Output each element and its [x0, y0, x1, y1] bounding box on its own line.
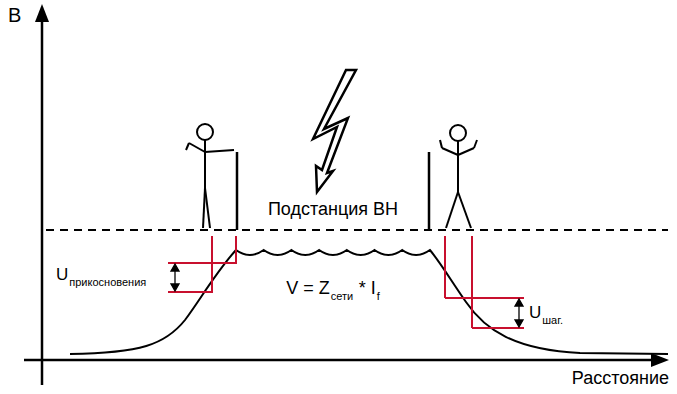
- touch-voltage-steps: [168, 236, 236, 293]
- person-figure: [186, 124, 234, 228]
- lightning-bolt: [313, 70, 356, 192]
- label-text: V = Z: [286, 278, 330, 298]
- substation-label: Подстанция ВН: [268, 200, 398, 220]
- person-figure: [440, 125, 477, 228]
- axis-label: В: [8, 4, 21, 26]
- step-voltage-label: Uшаг.: [529, 304, 563, 326]
- label-text: U: [56, 265, 68, 284]
- subscript: шаг.: [542, 314, 563, 326]
- subscript: прикосновения: [69, 276, 146, 288]
- label-text: U: [529, 303, 541, 322]
- axis-arrowhead: [35, 4, 49, 22]
- axis-label: Расстояние: [572, 369, 669, 389]
- label-text: В: [8, 4, 21, 26]
- label-text: Расстояние: [572, 368, 669, 388]
- label-text: * I: [359, 278, 376, 298]
- axis-arrowhead: [651, 353, 669, 367]
- potential-curve: [70, 250, 668, 354]
- x-axis: [24, 359, 655, 362]
- dimension-arrow: [515, 299, 523, 327]
- substation-box: Подстанция ВН: [236, 150, 430, 230]
- touch-voltage-label: Uприкосновения: [56, 266, 146, 288]
- subscript: сети: [331, 290, 353, 302]
- step-voltage-steps: [445, 236, 524, 328]
- subscript: f: [377, 290, 380, 302]
- dimension-arrow: [171, 264, 179, 291]
- formula: V = Zсети * If: [286, 279, 379, 302]
- ground-line: [46, 229, 668, 231]
- y-axis: [41, 18, 44, 385]
